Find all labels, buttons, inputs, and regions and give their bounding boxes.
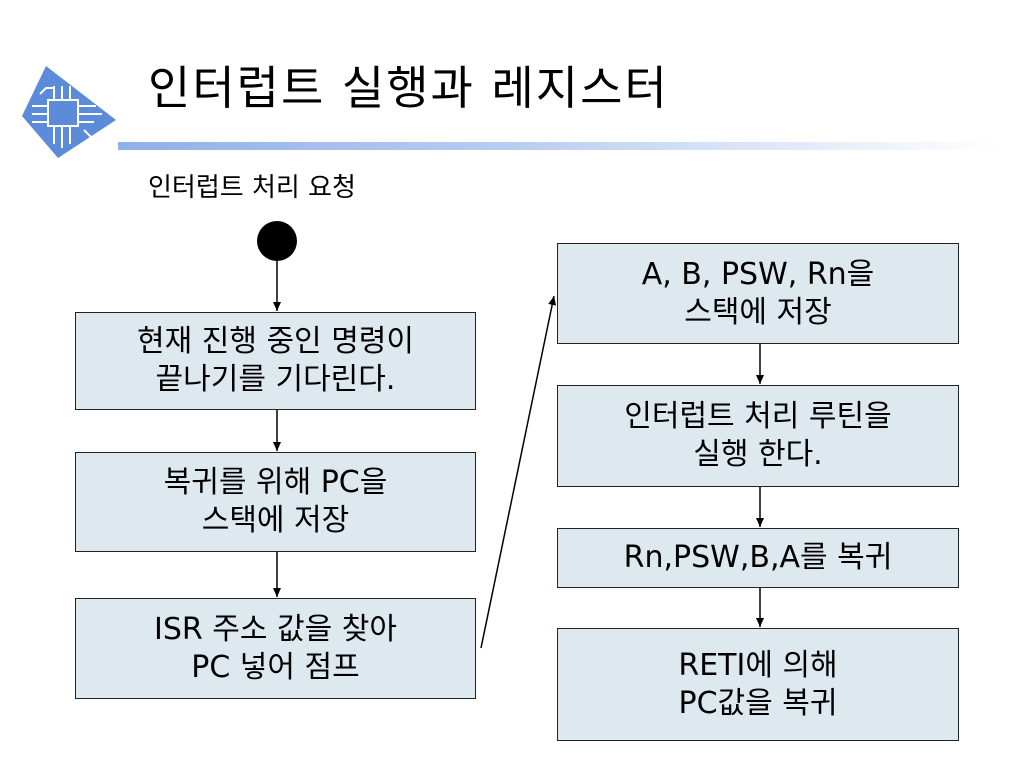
step-push-registers: A, B, PSW, Rn을 스택에 저장: [557, 243, 959, 344]
step-label: Rn,PSW,B,A를 복귀: [623, 540, 893, 575]
step-run-isr: 인터럽트 처리 루틴을 실행 한다.: [557, 385, 959, 487]
arrow-step3-to-step4: [480, 295, 557, 649]
step-label: 인터럽트 처리 루틴을 실행 한다.: [624, 399, 892, 472]
step-reti-restore-pc: RETI에 의해 PC값을 복귀: [557, 628, 959, 741]
step-wait-current-instruction: 현재 진행 중인 명령이 끝나기를 기다린다.: [75, 312, 476, 410]
slide-title: 인터럽트 실행과 레지스터: [148, 61, 669, 115]
step-label: RETI에 의해 PC값을 복귀: [678, 647, 838, 721]
title-underline-bar: [118, 142, 998, 150]
step-jump-to-isr: ISR 주소 값을 찾아 PC 넣어 점프: [75, 598, 476, 699]
circuit-chip-logo-icon: [22, 66, 116, 158]
start-node-icon: [257, 221, 297, 261]
step-label: ISR 주소 값을 찾아 PC 넣어 점프: [154, 611, 397, 685]
step-restore-registers: Rn,PSW,B,A를 복귀: [557, 528, 959, 588]
step-label: 현재 진행 중인 명령이 끝나기를 기다린다.: [136, 324, 414, 397]
step-label: 복귀를 위해 PC을 스택에 저장: [163, 465, 388, 538]
start-label: 인터럽트 처리 요청: [148, 173, 356, 203]
step-label: A, B, PSW, Rn을 스택에 저장: [641, 256, 875, 330]
step-push-pc: 복귀를 위해 PC을 스택에 저장: [75, 452, 476, 552]
